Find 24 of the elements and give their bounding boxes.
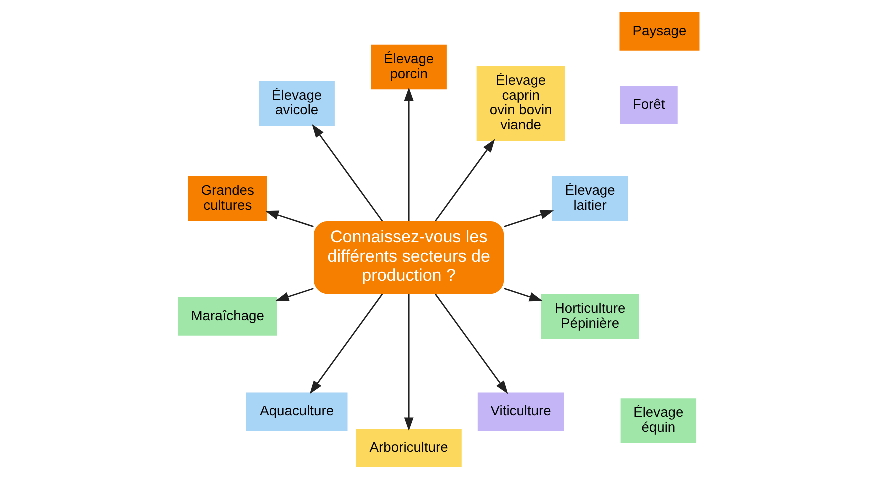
node-box: Forêt xyxy=(620,86,678,124)
node-box: Maraîchage xyxy=(178,297,278,336)
arrow xyxy=(312,124,384,222)
node-box: Élevage porcin xyxy=(371,44,447,90)
node-box: Horticulture Pépinière xyxy=(541,294,640,340)
arrow xyxy=(504,210,554,228)
arrow xyxy=(310,294,384,394)
node-box: Arboriculture xyxy=(356,429,462,468)
arrow xyxy=(435,294,508,394)
arrow xyxy=(404,88,414,222)
node-box: Élevage laitier xyxy=(552,176,628,222)
arrow xyxy=(276,288,314,302)
node-box: Connaissez-vous les différents secteurs de production ? xyxy=(314,222,504,294)
node-box: Paysage xyxy=(620,12,700,51)
node-box: Élevage avicole xyxy=(259,81,335,126)
arrow xyxy=(504,288,543,302)
node-box: Élevage caprin ovin bovin viande xyxy=(476,66,566,141)
arrow xyxy=(265,210,314,228)
node-box: Élevage équin xyxy=(620,398,697,444)
node-box: Viticulture xyxy=(478,392,564,432)
arrow xyxy=(435,139,496,222)
arrow xyxy=(404,294,414,432)
node-box: Grandes cultures xyxy=(188,176,268,222)
node-box: Aquaculture xyxy=(246,392,348,432)
